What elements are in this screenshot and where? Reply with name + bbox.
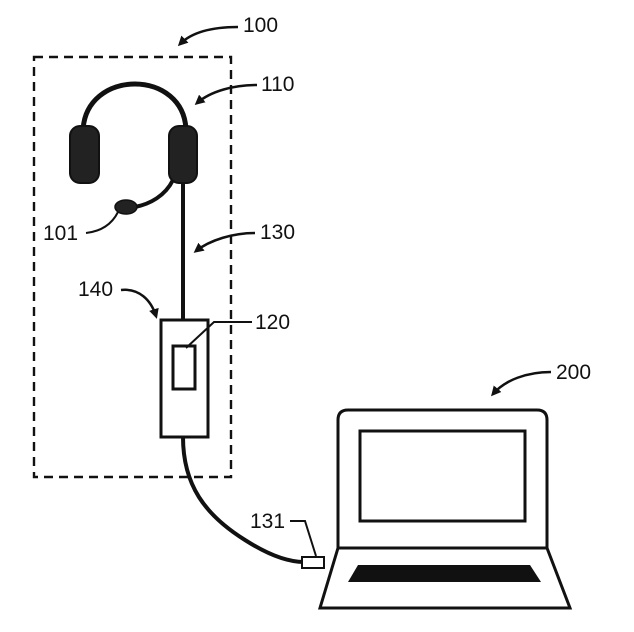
label-140: 140 — [78, 278, 113, 301]
leader-line-101 — [86, 212, 118, 233]
label-100: 100 — [243, 14, 278, 37]
label-200: 200 — [556, 361, 591, 384]
left-earcup — [70, 126, 99, 183]
microphone-boom — [135, 180, 173, 207]
leader-arrow-140 — [121, 290, 156, 316]
label-130: 130 — [260, 221, 295, 244]
controller-chip — [173, 346, 195, 389]
headband — [83, 84, 186, 132]
leader-arrow-100 — [180, 27, 238, 44]
microphone-capsule — [115, 200, 137, 214]
label-131: 131 — [250, 510, 285, 533]
usb-cable — [183, 437, 304, 562]
leader-arrow-200 — [493, 372, 551, 394]
label-120: 120 — [255, 311, 290, 334]
leader-arrow-110 — [197, 85, 257, 103]
usb-plug — [302, 557, 324, 568]
laptop-screen — [360, 431, 525, 521]
label-110: 110 — [261, 73, 294, 96]
headset — [70, 84, 197, 214]
leader-line-131 — [290, 521, 316, 556]
laptop — [320, 410, 570, 608]
laptop-keyboard — [348, 565, 541, 582]
label-101: 101 — [43, 222, 78, 245]
leader-arrow-130 — [196, 233, 255, 251]
right-earcup — [169, 126, 197, 183]
